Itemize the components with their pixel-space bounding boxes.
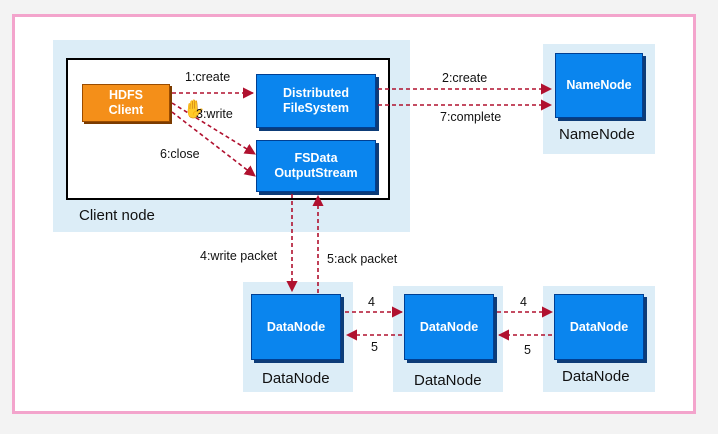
datanode-box-label-1: DataNode [266,319,326,334]
hdfs-client-box: HDFS Client [82,84,170,122]
datanode-box-1: DataNode [251,294,341,360]
datanode-box-label-3: DataNode [569,319,629,334]
label-dn-forward-2: 4 [520,295,527,309]
label-namenode-create: 2:create [442,71,488,85]
label-dn-forward-1: 4 [368,295,375,309]
hand-cursor-icon: ✋ [183,99,206,119]
client-node-title: Client node [79,207,155,224]
label-dn-back-2: 5 [524,343,531,357]
distributed-filesystem-box: Distributed FileSystem [256,74,376,128]
fsdata-outputstream-box: FSData OutputStream [256,140,376,192]
label-close: 6:close [160,147,200,161]
namenode-box: NameNode [555,53,643,118]
datanode-caption-3: DataNode [562,368,630,385]
namenode-box-label: NameNode [566,78,632,92]
datanode-caption-2: DataNode [414,372,482,389]
datanode-box-2: DataNode [404,294,494,360]
label-write: 3:write [196,107,233,121]
label-dn-back-1: 5 [371,340,378,354]
label-ack-packet: 5:ack packet [327,252,398,266]
label-write-packet: 4:write packet [200,249,278,263]
arrow-close [171,111,256,177]
distributed-filesystem-label: Distributed FileSystem [282,86,349,115]
arrow-write [171,102,256,155]
hdfs-client-label: HDFS Client [108,88,144,117]
label-create: 1:create [185,70,231,84]
datanode-caption-1: DataNode [262,370,330,387]
label-complete: 7:complete [440,110,502,124]
namenode-caption: NameNode [559,126,635,143]
fsdata-outputstream-label: FSData OutputStream [274,151,358,180]
datanode-box-3: DataNode [554,294,644,360]
datanode-box-label-2: DataNode [419,319,479,334]
